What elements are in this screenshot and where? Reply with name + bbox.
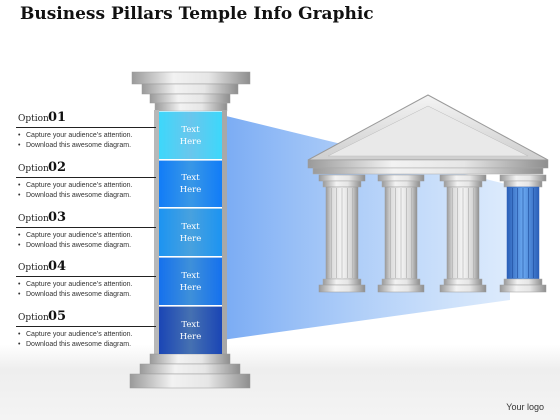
segment-text: Text Here xyxy=(179,319,202,342)
option-bullet: Capture your audience’s attention. xyxy=(16,280,156,290)
option-label: Option xyxy=(18,164,49,174)
option-number: 03 xyxy=(48,210,67,225)
segment-text: Text Here xyxy=(179,270,202,293)
option-3: Option03Capture your audience’s attentio… xyxy=(16,210,156,251)
pillar-segment-3: Text Here xyxy=(159,208,222,256)
option-label: Option xyxy=(18,263,49,273)
segment-text: Text Here xyxy=(179,124,202,147)
option-4: Option04Capture your audience’s attentio… xyxy=(16,259,156,300)
pillar-segment-1: Text Here xyxy=(159,111,222,159)
pillar-segment-5: Text Here xyxy=(159,306,222,354)
option-number: 05 xyxy=(48,309,67,324)
option-bullet: Download this awesome diagram. xyxy=(16,340,156,350)
option-bullet: Download this awesome diagram. xyxy=(16,241,156,251)
temple-columns xyxy=(318,174,547,293)
option-bullet: Download this awesome diagram. xyxy=(16,290,156,300)
segment-text: Text Here xyxy=(179,221,202,244)
temple-column-4 xyxy=(499,174,547,293)
option-number: 02 xyxy=(48,160,67,175)
temple-column-1 xyxy=(318,174,366,293)
option-2: Option02Capture your audience’s attentio… xyxy=(16,160,156,201)
logo-text: Your logo xyxy=(506,402,544,412)
option-5: Option05Capture your audience’s attentio… xyxy=(16,309,156,350)
option-number: 04 xyxy=(48,259,67,274)
segment-text: Text Here xyxy=(179,173,202,195)
temple-roof xyxy=(307,94,549,175)
main-pillar xyxy=(129,71,251,389)
option-label: Option xyxy=(18,114,49,124)
option-bullet: Download this awesome diagram. xyxy=(16,141,156,151)
option-bullet: Capture your audience’s attention. xyxy=(16,330,156,340)
temple-column-3 xyxy=(439,174,487,293)
option-bullet: Capture your audience’s attention. xyxy=(16,231,156,241)
pillar-segment-2: Text Here xyxy=(159,160,222,207)
option-label: Option xyxy=(18,313,49,323)
option-label: Option xyxy=(18,214,49,224)
pillar-segment-4: Text Here xyxy=(159,257,222,305)
page-title: Business Pillars Temple Info Graphic xyxy=(20,4,374,24)
option-bullet: Download this awesome diagram. xyxy=(16,191,156,201)
temple-column-2 xyxy=(377,174,425,293)
option-bullet: Capture your audience’s attention. xyxy=(16,181,156,191)
option-1: Option01Capture your audience’s attentio… xyxy=(16,110,156,151)
option-bullet: Capture your audience’s attention. xyxy=(16,131,156,141)
option-number: 01 xyxy=(48,110,67,125)
